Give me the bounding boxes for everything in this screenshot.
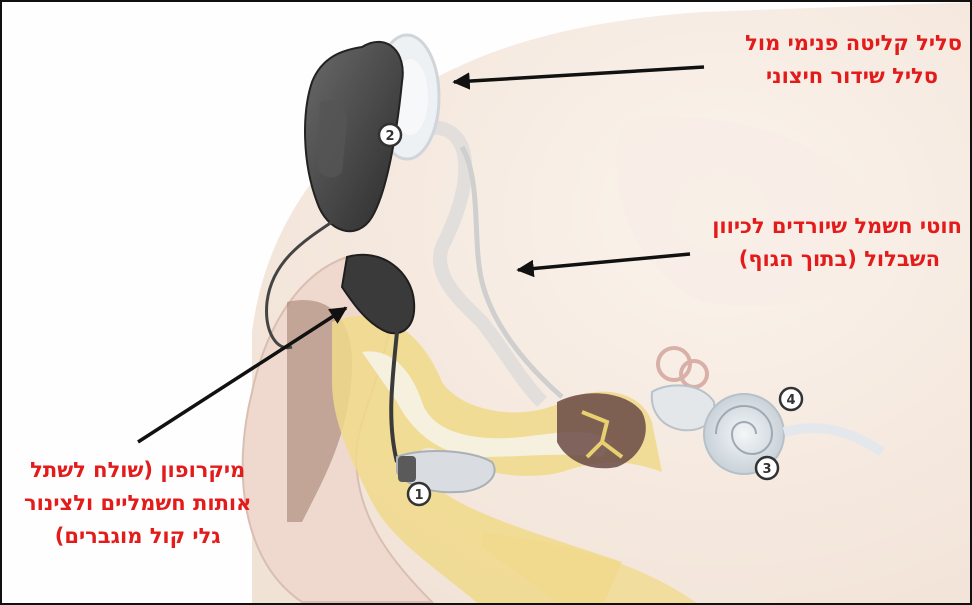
label-microphone-line2: אותות חשמליים ולצינור bbox=[24, 487, 251, 520]
label-wires-line1: חוטי חשמל שיורדים לכיוון bbox=[712, 210, 962, 243]
label-coil-line1: סליל קליטה פנימי מול bbox=[745, 27, 962, 60]
svg-text:3: 3 bbox=[762, 462, 771, 477]
label-microphone-line3: גלי קול מוגברים) bbox=[24, 520, 251, 553]
marker-3: 3 bbox=[756, 457, 778, 479]
marker-1: 1 bbox=[408, 483, 430, 505]
svg-text:4: 4 bbox=[786, 393, 795, 408]
label-coil: סליל קליטה פנימי מול סליל שידור חיצוני bbox=[745, 27, 962, 93]
earpiece-tip bbox=[398, 456, 416, 482]
svg-text:1: 1 bbox=[414, 488, 423, 503]
label-wires-line2: השבלול (בתוך הגוף) bbox=[712, 243, 940, 276]
label-coil-line2: סליל שידור חיצוני bbox=[745, 60, 938, 93]
label-microphone-line1: מיקרופון (שולח לשתל bbox=[24, 454, 251, 487]
middle-ear-cavity bbox=[557, 393, 646, 468]
marker-4: 4 bbox=[780, 388, 802, 410]
label-microphone: מיקרופון (שולח לשתל אותות חשמליים ולצינו… bbox=[24, 454, 251, 553]
label-wires: חוטי חשמל שיורדים לכיוון השבלול (בתוך הג… bbox=[712, 210, 962, 276]
svg-text:2: 2 bbox=[385, 129, 394, 144]
marker-2: 2 bbox=[379, 124, 401, 146]
